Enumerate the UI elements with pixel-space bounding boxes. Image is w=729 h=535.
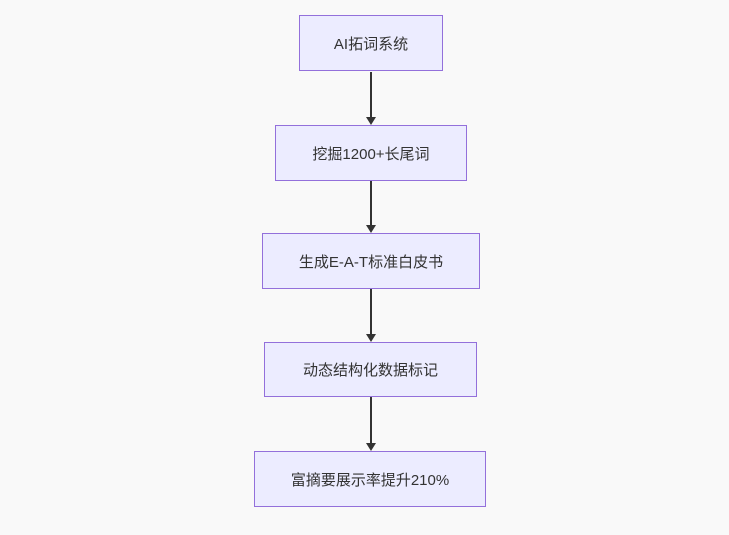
flow-arrow-2 (365, 181, 377, 233)
arrow-head-icon (366, 225, 376, 233)
arrow-head-icon (366, 117, 376, 125)
flow-arrow-1 (365, 72, 377, 125)
arrow-line (370, 181, 372, 225)
flow-arrow-4 (365, 397, 377, 451)
flowchart-node-eat-whitepaper: 生成E-A-T标准白皮书 (262, 233, 480, 289)
node-label: AI拓词系统 (333, 35, 409, 53)
node-label: 富摘要展示率提升210% (290, 471, 450, 489)
arrow-head-icon (366, 334, 376, 342)
node-label: 挖掘1200+长尾词 (312, 145, 430, 163)
node-label: 生成E-A-T标准白皮书 (298, 253, 444, 271)
arrow-line (370, 397, 372, 443)
node-label: 动态结构化数据标记 (302, 362, 438, 379)
flowchart-node-structured-data: 动态结构化数据标记 (264, 342, 477, 397)
flowchart-node-ai-word-expansion: AI拓词系统 (299, 15, 443, 71)
flowchart-node-rich-snippet-result: 富摘要展示率提升210% (254, 451, 486, 507)
arrow-line (370, 289, 372, 334)
flowchart-node-longtail-mining: 挖掘1200+长尾词 (275, 125, 467, 181)
arrow-line (370, 72, 372, 117)
flow-arrow-3 (365, 289, 377, 342)
arrow-head-icon (366, 443, 376, 451)
